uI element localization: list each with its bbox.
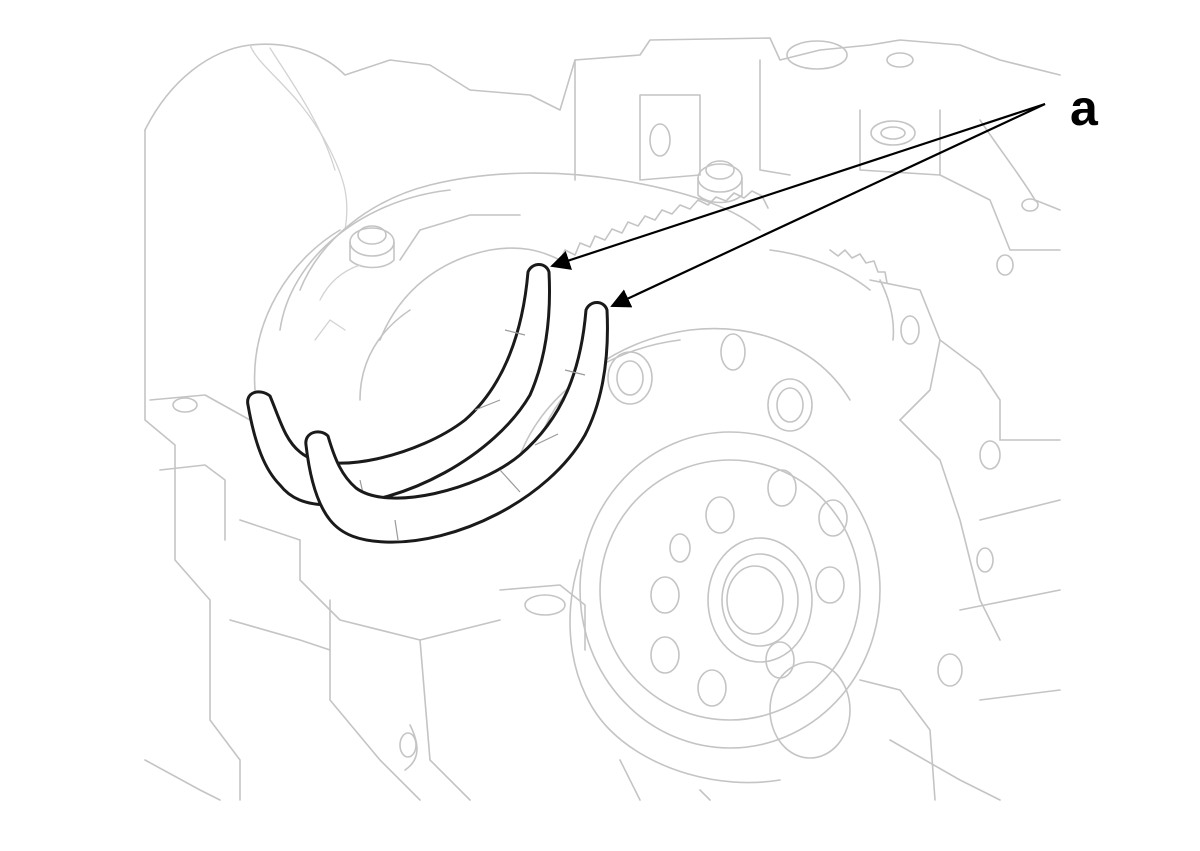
callout-leaders <box>550 102 1046 308</box>
thrust-washer-rear <box>304 301 609 544</box>
leader-to-rear-washer <box>610 103 1046 308</box>
callout-label-a: a <box>1070 80 1099 136</box>
engine-block-linework <box>144 37 1061 801</box>
leader-to-front-washer <box>550 102 1046 270</box>
